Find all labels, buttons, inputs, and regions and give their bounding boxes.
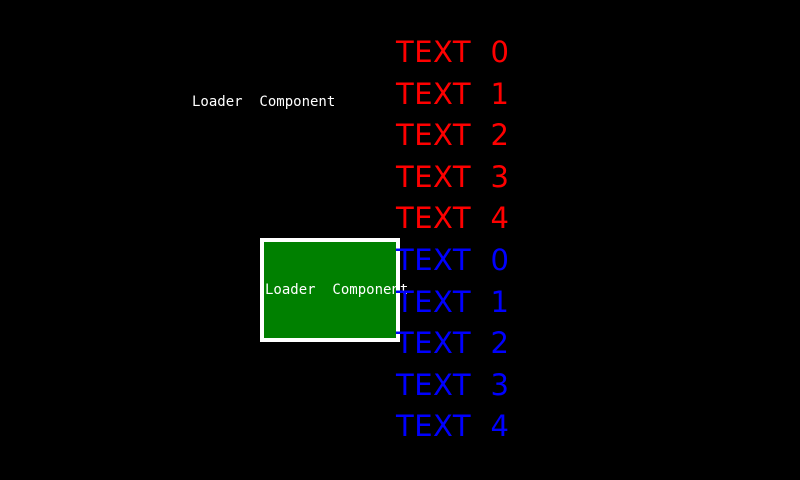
text-list-item: TEXT 1 xyxy=(396,284,510,319)
text-list-item: TEXT 2 xyxy=(396,118,510,153)
text-list-item: TEXT 2 xyxy=(396,326,510,361)
text-list-item: TEXT 3 xyxy=(396,159,510,194)
text-list-item: TEXT 4 xyxy=(396,201,510,236)
loader-component-label-plain: Loader Component xyxy=(192,94,336,110)
text-list-item: TEXT 3 xyxy=(396,367,510,402)
loader-component-panel-label: Loader Component xyxy=(265,282,409,298)
text-list-item: TEXT 0 xyxy=(396,242,510,277)
text-item-list: TEXT 0 TEXT 1 TEXT 2 TEXT 3 TEXT 4 TEXT 0 TEXT… xyxy=(396,32,596,448)
text-list-item: TEXT 0 xyxy=(396,35,510,69)
loader-component-panel[interactable]: Loader Component xyxy=(260,238,408,342)
text-list-item: TEXT 4 xyxy=(396,409,510,444)
text-list-item: TEXT 1 xyxy=(396,76,510,111)
